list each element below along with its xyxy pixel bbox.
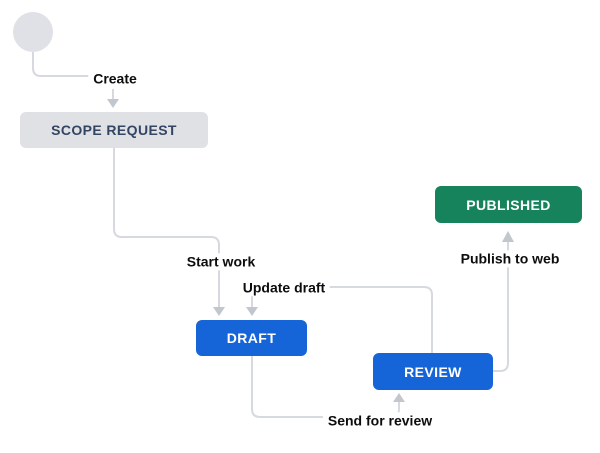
- status-published[interactable]: PUBLISHED: [435, 186, 582, 223]
- status-draft[interactable]: DRAFT: [196, 320, 307, 356]
- transition-label-publish-to-web[interactable]: Publish to web: [455, 250, 565, 268]
- start-work-arrowhead-icon: [213, 307, 225, 316]
- create-arrowhead-icon: [107, 99, 119, 108]
- transition-label-create[interactable]: Create: [88, 70, 142, 88]
- transition-label-send-for-review[interactable]: Send for review: [322, 412, 438, 430]
- update-draft-arrowhead-icon: [246, 307, 258, 316]
- connector-create: [32, 52, 90, 77]
- transition-label-start-work[interactable]: Start work: [181, 253, 261, 271]
- publish-to-web-arrowhead-icon: [502, 231, 514, 242]
- connector-publish-to-web: [493, 242, 509, 372]
- transition-label-update-draft[interactable]: Update draft: [237, 279, 331, 297]
- send-for-review-arrowhead-icon: [393, 393, 405, 402]
- status-review[interactable]: REVIEW: [373, 353, 493, 390]
- status-scope-request[interactable]: SCOPE REQUEST: [20, 112, 208, 148]
- connector-start-work: [113, 148, 220, 307]
- start-node: [13, 12, 53, 52]
